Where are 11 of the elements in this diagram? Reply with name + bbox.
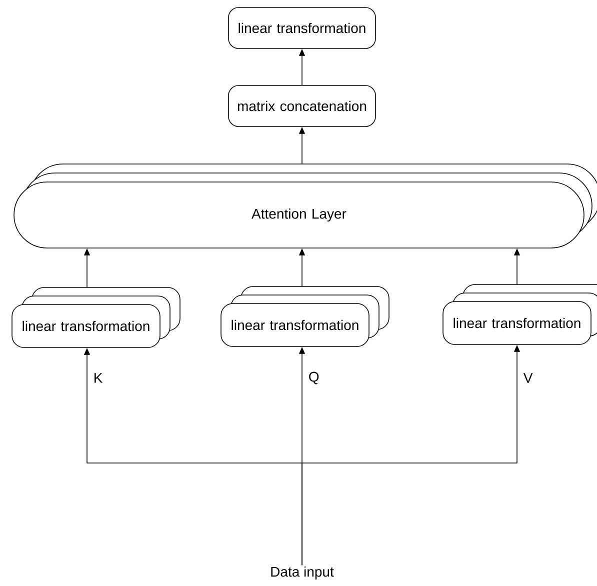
stacked-box: linear transformation [442, 284, 597, 345]
stacked-box: linear transformation [220, 286, 390, 347]
input-label: Data input [271, 566, 334, 580]
edge-label: K [92, 372, 104, 384]
process-box: linear transformation [228, 7, 376, 49]
stacked-box: linear transformation [12, 287, 180, 348]
node-label: linear transformation [454, 318, 580, 328]
edge-label: Q [307, 370, 320, 386]
layer-box: Attention Layer [14, 164, 597, 248]
edge-label: V [522, 372, 534, 384]
process-box: matrix concatenation [228, 85, 376, 127]
